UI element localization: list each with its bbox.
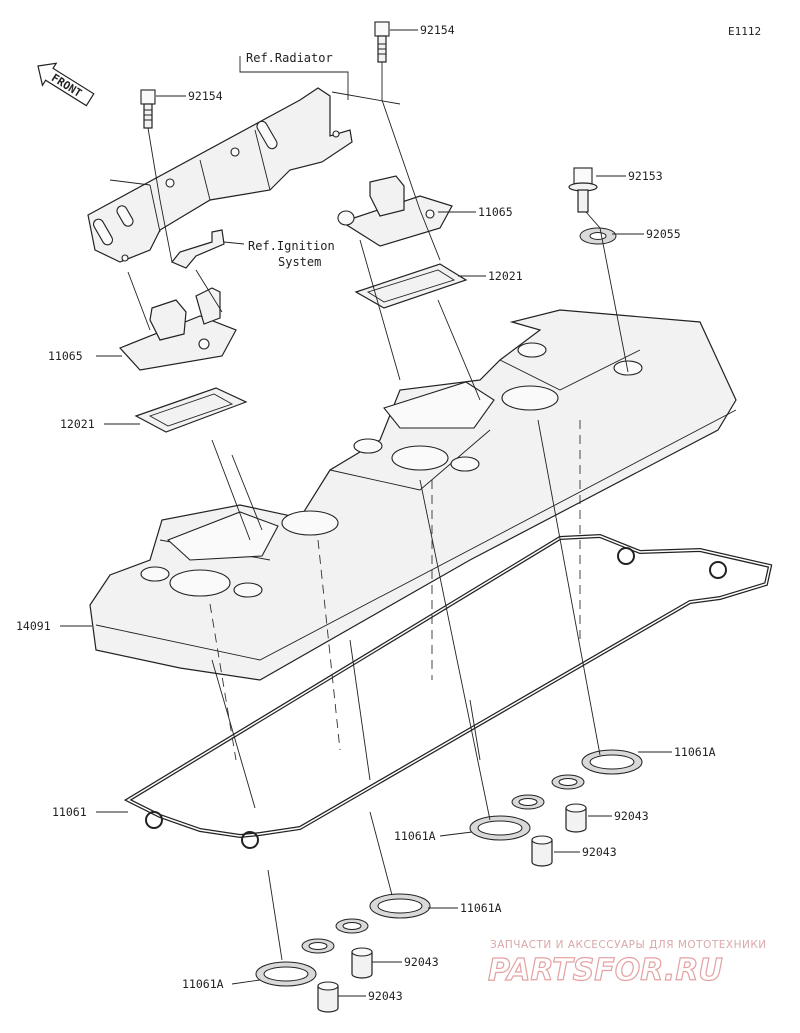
- callout-cylinder-head-cover: 14091: [16, 619, 51, 633]
- radiator-bracket: [87, 87, 353, 263]
- watermark-tagline: ЗАПЧАСТИ И АКСЕССУАРЫ ДЛЯ МОТОТЕХНИКИ: [490, 939, 767, 951]
- watermark-brand: PARTSFOR.RU: [488, 953, 723, 988]
- callout-bolt-right: 92153: [628, 169, 663, 183]
- callout-breather-plate-right: 12021: [488, 269, 523, 283]
- ref-ignition-label-line2: System: [278, 255, 321, 269]
- ignition-clip: [171, 229, 245, 269]
- callout-gasket-a-1: 11061A: [674, 745, 716, 759]
- breather-plate-left: [134, 387, 248, 433]
- bolt-right-icon: [568, 167, 598, 213]
- gasket-a-3-icon: [335, 893, 431, 934]
- gasket-a-1-icon: [551, 749, 643, 790]
- callout-collar-3: 92043: [404, 955, 439, 969]
- assembly-lines: [127, 62, 629, 961]
- callout-collar-4: 92043: [368, 989, 403, 1003]
- collar-2-icon: [531, 835, 553, 867]
- callout-gasket-main: 11061: [52, 805, 87, 819]
- leader-lines: [60, 29, 672, 997]
- cylinder-head-cover: [89, 309, 737, 681]
- ref-radiator-label: Ref.Radiator: [246, 51, 333, 65]
- breather-cover-right: [337, 175, 453, 247]
- callout-bolt-top-left: 92154: [188, 89, 223, 103]
- callout-gasket-a-3: 11061A: [460, 901, 502, 915]
- callout-breather-cover-left: 11065: [48, 349, 83, 363]
- callout-breather-cover-right: 11065: [478, 205, 513, 219]
- bolt-top-left-icon: [140, 89, 156, 129]
- diagram-code: E1112: [728, 25, 761, 38]
- callout-bolt-top-right: 92154: [420, 23, 455, 37]
- callout-gasket-a-4: 11061A: [182, 977, 224, 991]
- washer-right-icon: [579, 227, 617, 245]
- callout-collar-2: 92043: [582, 845, 617, 859]
- callout-collar-1: 92043: [614, 809, 649, 823]
- front-arrow-icon: FRONT: [37, 62, 95, 107]
- callout-breather-plate-left: 12021: [60, 417, 95, 431]
- callout-washer-right: 92055: [646, 227, 681, 241]
- bolt-top-right-icon: [374, 21, 390, 63]
- gasket-a-2-icon: [469, 794, 545, 841]
- collar-3-icon: [351, 947, 373, 979]
- breather-cover-left: [118, 287, 237, 371]
- gasket-main: [123, 533, 773, 849]
- collar-1-icon: [565, 803, 587, 833]
- ref-ignition-label-line1: Ref.Ignition: [248, 239, 335, 253]
- breather-plate-right: [354, 263, 468, 309]
- gasket-a-4-icon: [255, 938, 335, 987]
- callout-gasket-a-2: 11061A: [394, 829, 436, 843]
- collar-4-icon: [317, 981, 339, 1013]
